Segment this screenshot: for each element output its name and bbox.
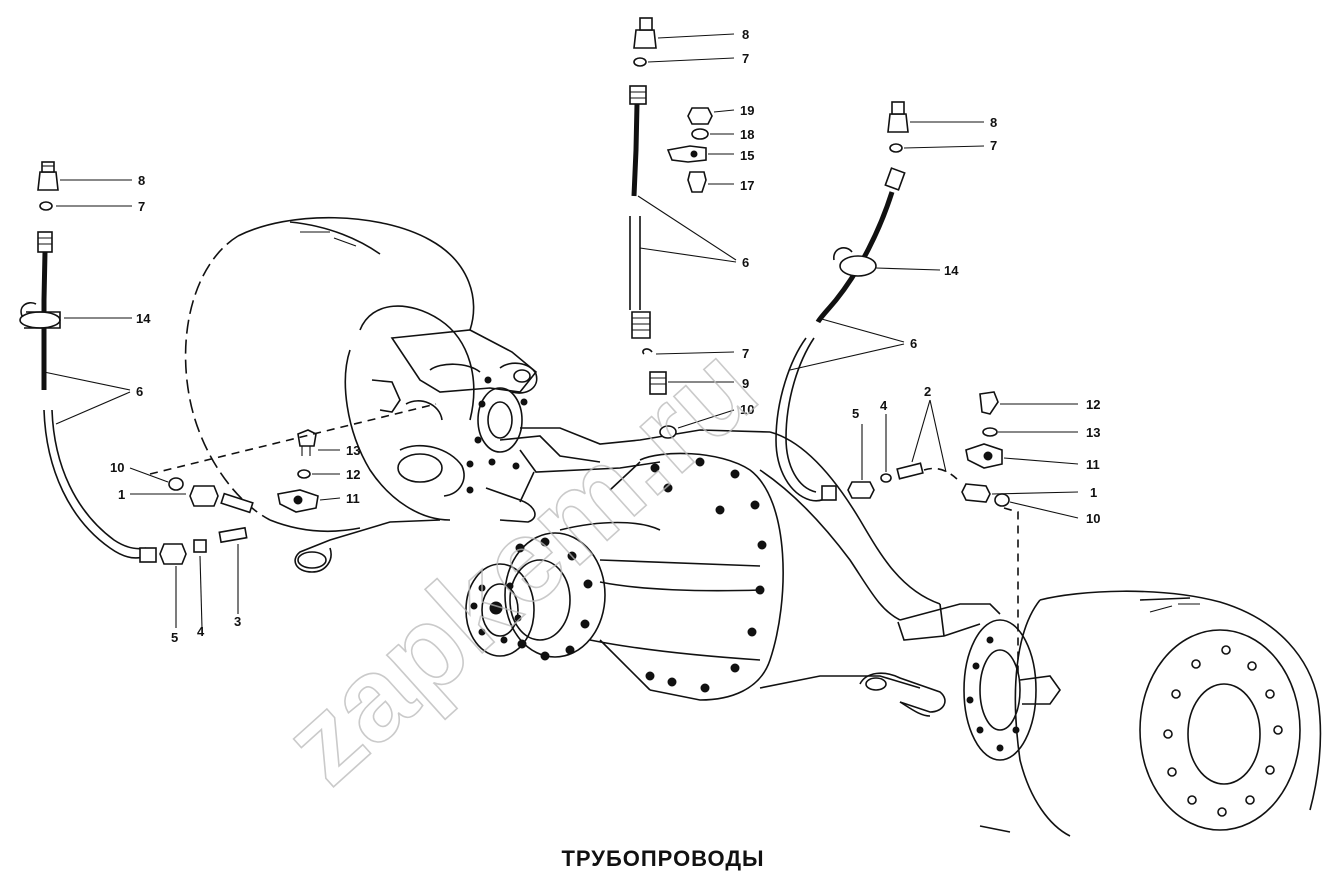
right-dashed-line bbox=[1003, 507, 1019, 676]
callout-left-1: 1 bbox=[118, 487, 125, 502]
left-oring-7 bbox=[39, 201, 53, 211]
axle-housing bbox=[499, 427, 1001, 689]
right-washer-13 bbox=[982, 427, 998, 437]
left-washer-12 bbox=[297, 469, 311, 479]
callout-labels: 8 7 14 6 10 1 13 12 11 5 4 3 8 7 19 18 1… bbox=[110, 27, 1100, 645]
callout-left-13: 13 bbox=[346, 443, 360, 458]
left-washer-10 bbox=[168, 477, 184, 491]
center-hose-line bbox=[629, 17, 713, 439]
right-bolt-12 bbox=[979, 391, 999, 415]
callout-center-10: 10 bbox=[740, 402, 754, 417]
differential-carrier bbox=[465, 452, 784, 701]
right-sleeve-4 bbox=[880, 473, 892, 483]
callout-left-4: 4 bbox=[197, 624, 205, 639]
callout-right-7: 7 bbox=[990, 138, 997, 153]
callout-right-12: 12 bbox=[1086, 397, 1100, 412]
leader-lines bbox=[43, 33, 1079, 629]
left-hose-line bbox=[19, 161, 437, 565]
right-union-1 bbox=[961, 483, 991, 503]
left-hub-knuckle bbox=[294, 305, 538, 573]
callout-right-2: 2 bbox=[924, 384, 931, 399]
left-hose-fitting bbox=[37, 231, 53, 253]
axle-assembly bbox=[184, 216, 1322, 837]
center-oring-7 bbox=[633, 57, 647, 67]
callout-left-6: 6 bbox=[136, 384, 143, 399]
right-clamp-14 bbox=[833, 247, 877, 277]
callout-right-1: 1 bbox=[1090, 485, 1097, 500]
right-hub-drum bbox=[859, 590, 1322, 837]
callout-right-8: 8 bbox=[990, 115, 997, 130]
callout-left-10: 10 bbox=[110, 460, 124, 475]
callout-right-6: 6 bbox=[910, 336, 917, 351]
right-union-5 bbox=[847, 481, 875, 499]
callout-center-18: 18 bbox=[740, 127, 754, 142]
diagram-title: ТРУБОПРОВОДЫ bbox=[561, 846, 765, 871]
left-tube-3 bbox=[218, 526, 248, 544]
center-bolt-17 bbox=[687, 171, 707, 193]
callout-right-5: 5 bbox=[852, 406, 859, 421]
callout-center-19: 19 bbox=[740, 103, 754, 118]
right-washer-10 bbox=[994, 493, 1010, 507]
callout-left-8: 8 bbox=[138, 173, 145, 188]
center-washer-18 bbox=[691, 128, 709, 140]
watermark: zapkem.ru bbox=[259, 321, 781, 810]
callout-left-14: 14 bbox=[136, 311, 151, 326]
left-hose-6 bbox=[41, 251, 48, 390]
center-bracket-15 bbox=[666, 145, 707, 163]
left-cap-8 bbox=[37, 161, 59, 191]
callout-left-7: 7 bbox=[138, 199, 145, 214]
callout-center-15: 15 bbox=[740, 148, 754, 163]
left-brake-drum bbox=[184, 216, 475, 533]
callout-right-14: 14 bbox=[944, 263, 959, 278]
left-union-5 bbox=[159, 543, 187, 565]
left-union-1 bbox=[189, 485, 219, 507]
center-washer-10 bbox=[659, 425, 677, 439]
left-clamp-14 bbox=[19, 301, 61, 329]
left-sleeve-4 bbox=[193, 539, 207, 553]
callout-right-10: 10 bbox=[1086, 511, 1100, 526]
left-bolt-13 bbox=[297, 429, 317, 447]
callout-left-11: 11 bbox=[346, 491, 360, 506]
callout-center-9: 9 bbox=[742, 376, 749, 391]
callout-right-13: 13 bbox=[1086, 425, 1100, 440]
callout-center-7-low: 7 bbox=[742, 346, 749, 361]
left-dashed-line bbox=[149, 403, 437, 475]
right-hose-line bbox=[775, 101, 1019, 676]
center-nut-19 bbox=[687, 107, 713, 125]
callout-left-5: 5 bbox=[171, 630, 178, 645]
right-hose-6 bbox=[815, 191, 895, 324]
callout-right-11: 11 bbox=[1086, 457, 1100, 472]
callout-right-4: 4 bbox=[880, 398, 888, 413]
callout-left-3: 3 bbox=[234, 614, 241, 629]
callout-center-6: 6 bbox=[742, 255, 749, 270]
right-tube-2 bbox=[896, 462, 924, 480]
right-oring-7 bbox=[889, 143, 903, 153]
callout-left-12: 12 bbox=[346, 467, 360, 482]
center-cap-8 bbox=[633, 17, 657, 49]
callout-center-7-top: 7 bbox=[742, 51, 749, 66]
right-cap-8 bbox=[887, 101, 909, 133]
center-hose-6 bbox=[631, 103, 640, 197]
callout-center-8: 8 bbox=[742, 27, 749, 42]
callout-center-17: 17 bbox=[740, 178, 754, 193]
